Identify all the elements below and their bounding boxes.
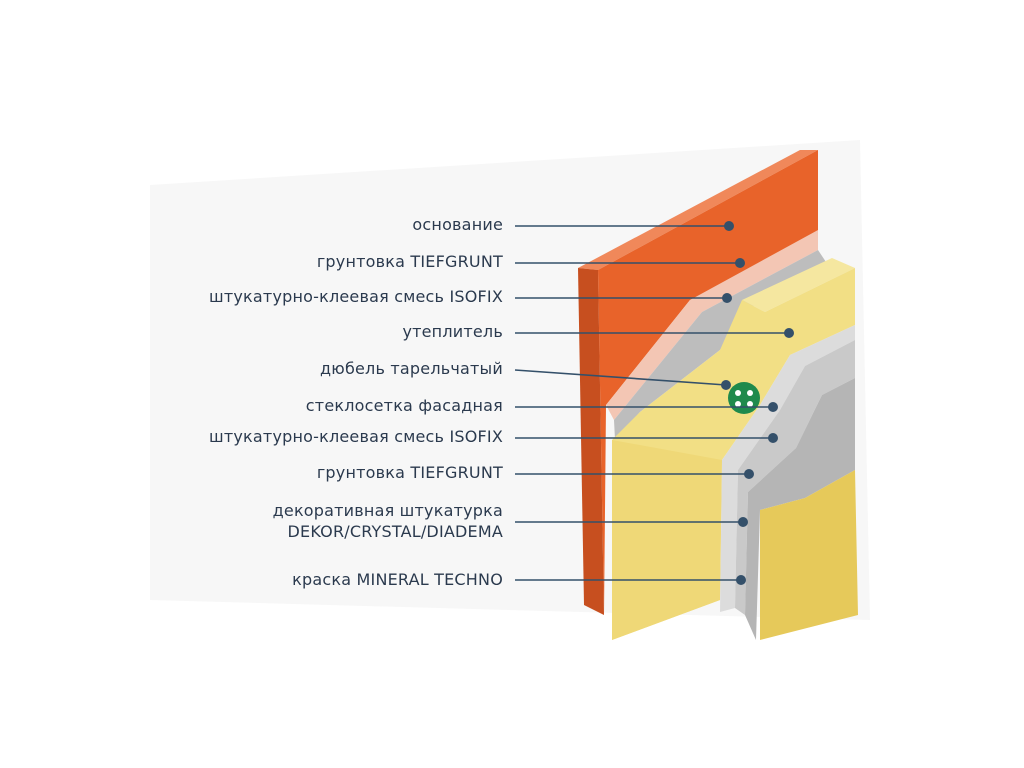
adhesive-layer	[614, 250, 826, 440]
dowel-hole	[747, 401, 753, 407]
paint-layer	[760, 470, 858, 640]
primer-layer	[606, 230, 818, 420]
dowel-hole	[735, 401, 741, 407]
dowel-hole	[747, 390, 753, 396]
label-decor-plaster: декоративная штукатурка	[272, 501, 503, 520]
mesh-layer	[720, 325, 855, 612]
label-base: основание	[412, 215, 503, 234]
brick-top-face	[578, 150, 818, 270]
label-paint: краска MINERAL TECHNO	[292, 570, 503, 589]
label-primer-2: грунтовка TIEFGRUNT	[316, 463, 503, 482]
insulation-side	[612, 440, 722, 640]
decor-plaster-layer	[745, 378, 855, 640]
dowel-hole	[735, 390, 741, 396]
label-insulation: утеплитель	[402, 322, 503, 341]
label-primer-1: грунтовка TIEFGRUNT	[316, 252, 503, 271]
second-plaster-layer	[735, 340, 855, 615]
label-decor-plaster-brands: DEKOR/CRYSTAL/DIADEMA	[287, 522, 503, 541]
brick-side-face	[578, 268, 604, 615]
label-mesh: стеклосетка фасадная	[305, 396, 503, 415]
label-dowel: дюбель тарельчатый	[320, 359, 503, 378]
insulation-top	[742, 258, 855, 312]
label-adhesive-2: штукатурно-клеевая смесь ISOFIX	[209, 427, 503, 446]
brick-front-face	[598, 150, 818, 615]
label-adhesive-1: штукатурно-клеевая смесь ISOFIX	[209, 287, 503, 306]
leader-lines	[514, 221, 794, 585]
